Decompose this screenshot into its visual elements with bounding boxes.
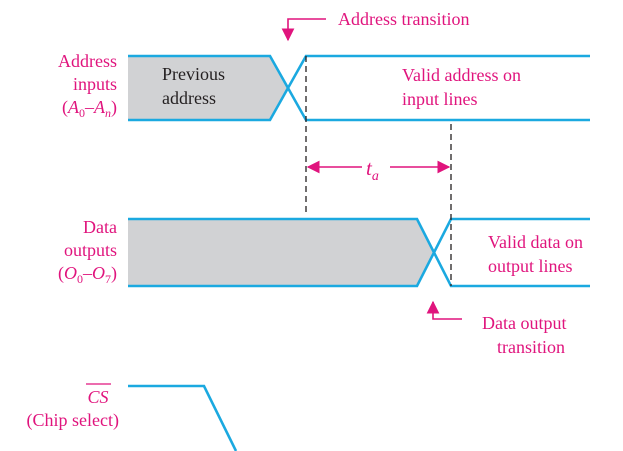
address-bottom-line <box>128 54 590 122</box>
data-previous-fill <box>128 219 433 286</box>
address-label-line1: Address <box>58 51 117 71</box>
cs-label: CS <box>87 387 108 407</box>
data-transition-label-line2: transition <box>497 337 565 357</box>
address-waveform <box>128 54 590 122</box>
address-transition-pointer <box>281 18 326 42</box>
address-label-line3: (A0–An) <box>62 97 117 120</box>
data-bottom-line <box>128 217 590 288</box>
data-waveform <box>128 217 590 288</box>
valid-address-line2: input lines <box>402 89 478 109</box>
address-label-line2: inputs <box>73 74 117 94</box>
cs-waveform <box>128 384 238 451</box>
data-label-line3: (O0–O7) <box>58 263 117 286</box>
access-time-label-bg <box>362 155 390 181</box>
data-transition-label-line1: Data output <box>482 313 566 333</box>
previous-address-line1: Previous <box>162 64 225 84</box>
address-previous-fill <box>128 56 288 120</box>
data-label-line1: Data <box>83 217 117 237</box>
address-transition-label: Address transition <box>338 9 469 29</box>
valid-data-line2: output lines <box>488 256 573 276</box>
valid-data-line1: Valid data on <box>488 232 583 252</box>
previous-address-line2: address <box>162 88 216 108</box>
cs-description: (Chip select) <box>27 410 119 431</box>
data-label-line2: outputs <box>64 240 117 260</box>
access-time-label: ta <box>366 156 379 184</box>
data-transition-pointer <box>426 300 462 320</box>
valid-address-line1: Valid address on <box>402 65 521 85</box>
